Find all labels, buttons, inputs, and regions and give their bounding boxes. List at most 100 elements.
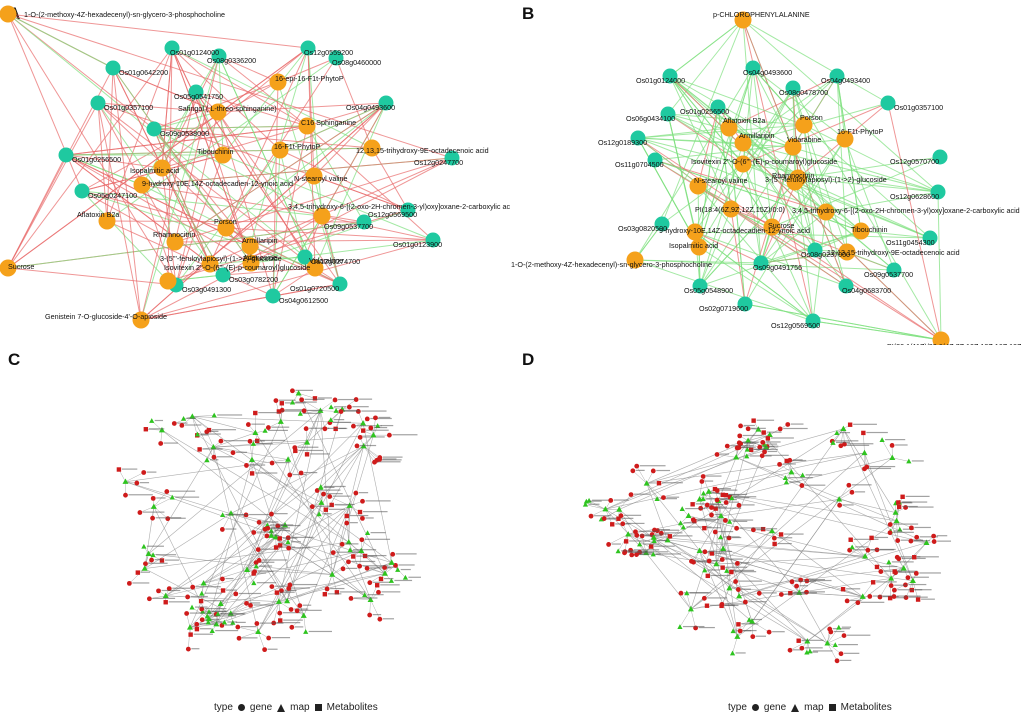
node-caption-mark bbox=[936, 535, 948, 537]
gene-node bbox=[829, 68, 845, 84]
edge bbox=[251, 459, 386, 574]
edge bbox=[149, 595, 166, 600]
edge bbox=[230, 505, 350, 614]
gene-label: Os05g0247100 bbox=[88, 191, 137, 200]
gene-node bbox=[376, 589, 381, 595]
metabolite-node bbox=[278, 618, 283, 623]
edge bbox=[729, 428, 844, 589]
gene-node bbox=[887, 530, 893, 536]
edge bbox=[213, 447, 259, 632]
node-caption-mark bbox=[359, 398, 373, 400]
node-caption-mark bbox=[323, 486, 335, 488]
node-caption-mark bbox=[876, 581, 897, 583]
map-node bbox=[677, 520, 684, 526]
metabolite-node bbox=[329, 502, 334, 508]
metabolite-label: PI(18:4(6Z,9Z,12Z,15Z)/0:0) bbox=[695, 205, 785, 214]
node-caption-mark bbox=[154, 419, 164, 422]
gene-node bbox=[785, 80, 801, 96]
node-caption-mark bbox=[249, 513, 272, 516]
metabolite-label: 3-(5'''-feruloylapiosyl)-(1->2)-glucosid… bbox=[160, 254, 282, 263]
node-caption-mark bbox=[642, 551, 669, 553]
metabolite-label: 16-epi-16-F1t-PhytoP bbox=[275, 74, 344, 83]
gene-node bbox=[265, 425, 271, 430]
map-node bbox=[297, 410, 303, 416]
map-node bbox=[807, 648, 813, 654]
gene-node bbox=[855, 600, 861, 606]
metabolite-node bbox=[765, 436, 771, 441]
edge bbox=[827, 635, 845, 644]
node-caption-mark bbox=[750, 448, 769, 450]
gene-node bbox=[364, 416, 370, 422]
node-caption-mark bbox=[249, 464, 266, 466]
edge bbox=[732, 636, 738, 654]
node-caption-mark bbox=[349, 514, 369, 517]
node-caption-mark bbox=[364, 538, 391, 540]
node-caption-mark bbox=[400, 568, 411, 571]
node-caption-mark bbox=[914, 589, 932, 591]
gene-node bbox=[702, 549, 708, 555]
edge bbox=[669, 75, 744, 165]
edge bbox=[792, 146, 816, 251]
edge bbox=[653, 536, 670, 538]
metabolite-node bbox=[705, 573, 710, 579]
map-node bbox=[318, 484, 324, 489]
edge bbox=[7, 13, 309, 49]
metabolite-node bbox=[656, 480, 662, 486]
node-caption-mark bbox=[629, 540, 651, 542]
gene-label: Os03g0782200 bbox=[229, 275, 278, 284]
edge bbox=[843, 588, 863, 597]
node-caption-mark bbox=[279, 591, 295, 593]
gene-node bbox=[294, 608, 300, 614]
node-caption-mark bbox=[850, 599, 861, 602]
edge bbox=[348, 542, 366, 557]
edge bbox=[585, 504, 606, 510]
gene-node bbox=[188, 84, 204, 100]
node-caption-mark bbox=[638, 530, 659, 532]
node-caption-mark bbox=[285, 409, 307, 411]
edge bbox=[237, 626, 259, 633]
map-node bbox=[892, 509, 899, 515]
gene-node bbox=[300, 40, 316, 56]
node-caption-mark bbox=[259, 561, 275, 563]
gene-node bbox=[745, 426, 751, 432]
map-node bbox=[189, 604, 195, 610]
node-caption-mark bbox=[743, 629, 757, 632]
node-caption-mark bbox=[215, 629, 239, 632]
gene-node bbox=[286, 586, 292, 591]
gene-node bbox=[256, 519, 262, 525]
node-caption-mark bbox=[259, 622, 284, 624]
node-caption-mark bbox=[893, 531, 914, 533]
edge bbox=[222, 154, 434, 241]
node-caption-mark bbox=[225, 577, 234, 580]
gene-node bbox=[678, 590, 684, 596]
map-node bbox=[713, 560, 720, 567]
edge bbox=[359, 550, 362, 567]
map-node bbox=[250, 441, 256, 446]
edge bbox=[699, 481, 703, 500]
edge bbox=[720, 498, 840, 517]
edge bbox=[222, 215, 323, 276]
node-caption-mark bbox=[905, 495, 930, 497]
node-caption-mark bbox=[253, 440, 265, 442]
edge bbox=[313, 175, 409, 211]
gene-node bbox=[662, 68, 678, 84]
gene-node bbox=[146, 121, 162, 137]
gene-node bbox=[344, 520, 350, 526]
gene-label: Os12g0569500 bbox=[771, 321, 820, 330]
node-caption-mark bbox=[740, 562, 750, 564]
metabolite-node bbox=[98, 212, 116, 230]
node-caption-mark bbox=[627, 551, 653, 554]
edge bbox=[739, 542, 927, 597]
edge bbox=[65, 154, 211, 265]
metabolite-node bbox=[217, 219, 235, 237]
legend-metabolites: Metabolites bbox=[326, 702, 378, 713]
edge bbox=[667, 19, 744, 115]
gene-node bbox=[332, 397, 338, 403]
edge bbox=[175, 175, 315, 286]
edge bbox=[363, 445, 378, 461]
edge bbox=[271, 513, 286, 526]
metabolite-node bbox=[305, 167, 323, 185]
edge bbox=[736, 457, 927, 544]
gene-node bbox=[709, 512, 714, 518]
map-node bbox=[141, 565, 148, 571]
